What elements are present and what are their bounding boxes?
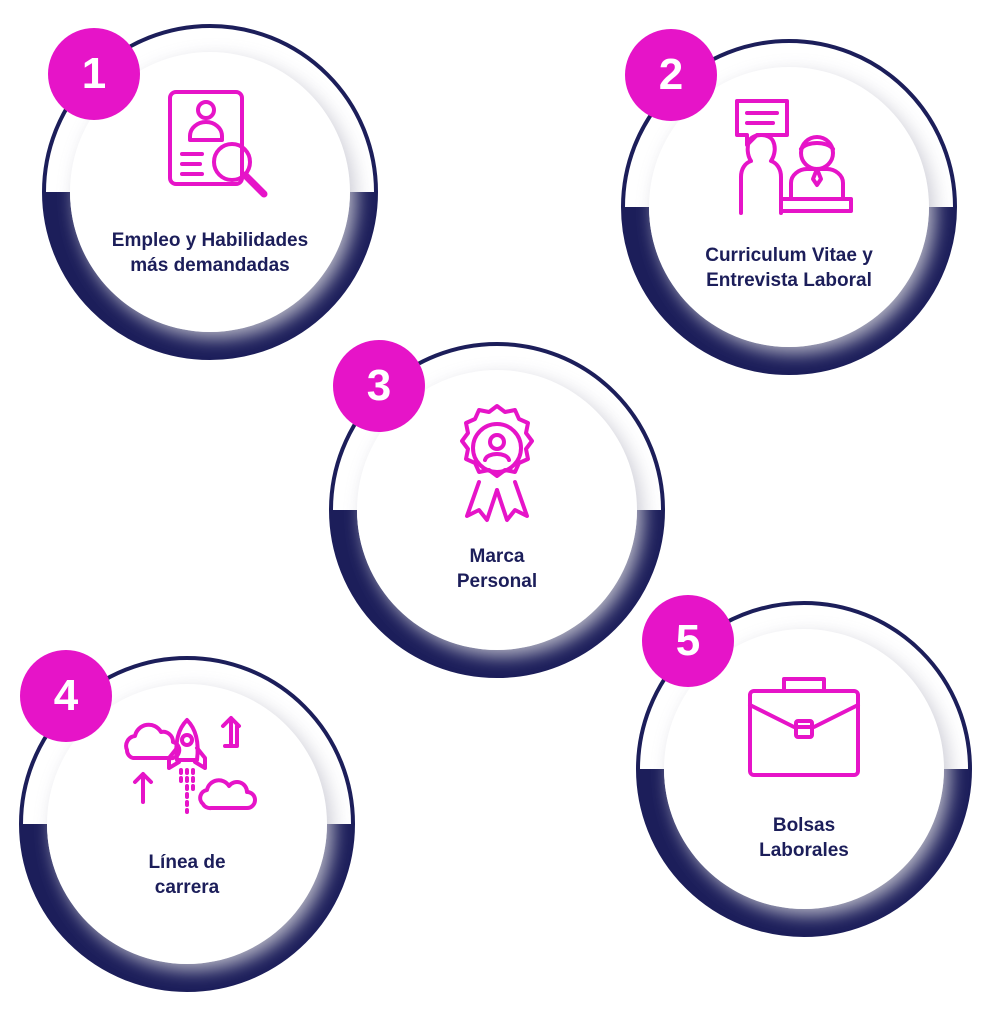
step-3-number-badge: 3: [333, 340, 425, 432]
step-5-label: Bolsas Laborales: [684, 813, 924, 863]
step-4: Línea de carrera 4: [15, 650, 359, 996]
step-2-label-line-1: Curriculum Vitae y: [705, 245, 873, 266]
step-1-number-badge: 1: [48, 28, 140, 120]
step-4-number-badge: 4: [20, 650, 112, 742]
step-3: Marca Personal 3: [325, 338, 669, 682]
step-3-label-line-1: Marca: [469, 546, 525, 567]
briefcase-icon: [748, 677, 860, 777]
step-5-number-badge: 5: [642, 595, 734, 687]
step-1-label-line-1: Empleo y Habilidades: [111, 230, 309, 251]
rocket-growth-icon: [124, 716, 257, 814]
profile-search-icon: [168, 90, 268, 198]
step-5-label-line-2: Laborales: [759, 840, 849, 861]
step-5: Bolsas Laborales 5: [632, 595, 976, 941]
step-4-label-line-2: carrera: [154, 877, 220, 898]
step-3-label: Marca Personal: [377, 544, 617, 594]
step-2-label-line-2: Entrevista Laboral: [706, 270, 872, 291]
step-2-label: Curriculum Vitae y Entrevista Laboral: [669, 243, 909, 293]
step-5-label-line-1: Bolsas: [772, 815, 836, 836]
step-2: Curriculum Vitae y Entrevista Laboral 2: [617, 29, 961, 379]
interview-icon: [735, 99, 853, 215]
personal-badge-icon: [460, 404, 534, 522]
step-3-label-line-2: Personal: [456, 571, 538, 592]
step-4-label: Línea de carrera: [67, 850, 307, 900]
step-4-label-line-1: Línea de: [148, 852, 226, 873]
step-1-label: Empleo y Habilidades más demandadas: [90, 228, 330, 278]
step-1: Empleo y Habilidades más demandadas 1: [38, 20, 382, 364]
step-2-number-badge: 2: [625, 29, 717, 121]
step-1-label-line-2: más demandadas: [130, 255, 290, 276]
